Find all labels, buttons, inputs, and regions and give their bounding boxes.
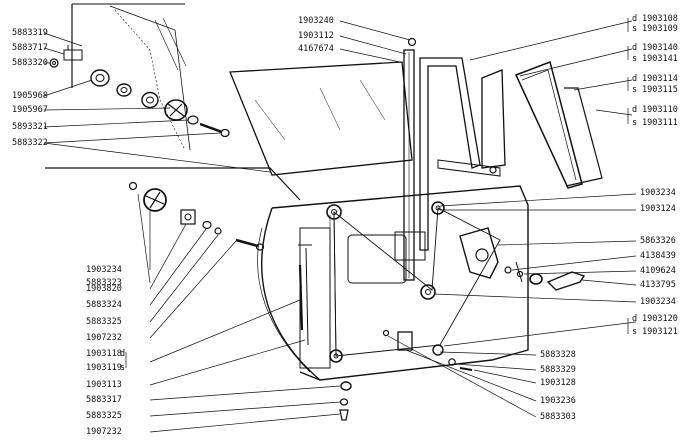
label-1907232-lower: 1907232 <box>86 427 122 437</box>
side-mark-d-left: d <box>120 349 126 359</box>
side-mark-d-1903110: d <box>632 105 638 115</box>
label-5883324: 5883324 <box>86 300 122 310</box>
label-5883328: 5883328 <box>540 350 576 360</box>
side-mark-s-1903109: s <box>632 24 638 34</box>
window-regulator-cable <box>326 201 501 363</box>
label-1903120: 1903120 <box>642 314 678 324</box>
side-mark-d-1903114: d <box>632 74 638 84</box>
label-1903115: 1903115 <box>642 85 678 95</box>
label-1905967: 1905967 <box>12 105 48 115</box>
label-5883329: 5883329 <box>540 365 576 375</box>
door-panel <box>45 167 529 381</box>
label-1903236: 1903236 <box>540 396 576 406</box>
label-1903240: 1903240 <box>298 16 334 26</box>
label-5863326: 5863326 <box>640 236 676 246</box>
label-1903113: 1903113 <box>86 380 122 390</box>
regulator-gearbox <box>459 227 586 291</box>
label-4133795: 4133795 <box>640 280 676 290</box>
left-small-parts <box>128 181 312 346</box>
side-mark-s-1903111: s <box>632 118 638 128</box>
label-1907232-upper: 1907232 <box>86 333 122 343</box>
side-mark-d-1903140: d <box>632 43 638 53</box>
label-1903111: 1903111 <box>642 118 678 128</box>
label-1903118: 1903118 <box>86 349 122 359</box>
label-1903110: 1903110 <box>642 105 678 115</box>
label-1903108: 1903108 <box>642 14 678 24</box>
side-mark-s-1903141: s <box>632 54 638 64</box>
label-5883717: 5883717 <box>12 43 48 53</box>
side-mark-s-left: s <box>120 363 126 373</box>
side-mark-s-1903121: s <box>632 327 638 337</box>
label-1903119: 1903119 <box>86 363 122 373</box>
label-5883325-upper: 5883325 <box>86 317 122 327</box>
label-1903128: 1903128 <box>540 378 576 388</box>
label-4109624: 4109624 <box>640 266 676 276</box>
label-1903234-right-upper: 1903234 <box>640 188 676 198</box>
label-4167674: 4167674 <box>298 44 334 54</box>
label-1903234-right-lower: 1903234 <box>640 297 676 307</box>
label-5883323: 5883323 <box>86 278 122 288</box>
side-mark-d-1903108: d <box>632 14 638 24</box>
label-5883322: 5883322 <box>12 138 48 148</box>
label-1903114: 1903114 <box>642 74 678 84</box>
label-5883325-lower: 5883325 <box>86 411 122 421</box>
inset-handle-assembly <box>49 3 230 151</box>
label-1903121: 1903121 <box>642 327 678 337</box>
label-5893321: 5893321 <box>12 122 48 132</box>
label-1903820: 1903820 <box>86 284 122 294</box>
label-5883320: 5883320 <box>12 58 48 68</box>
label-1903109: 1903109 <box>642 24 678 34</box>
vent-window-frame <box>437 61 603 189</box>
label-1903140: 1903140 <box>642 43 678 53</box>
label-5883317: 5883317 <box>86 395 122 405</box>
label-1903112: 1903112 <box>298 31 334 41</box>
label-1903141: 1903141 <box>642 54 678 64</box>
side-mark-d-1903120: d <box>632 314 638 324</box>
label-5883319: 5883319 <box>12 28 48 38</box>
label-5883303: 5883303 <box>540 412 576 422</box>
label-1905968: 1905968 <box>12 91 48 101</box>
label-4138439: 4138439 <box>640 251 676 261</box>
label-1903234-left: 1903234 <box>86 265 122 275</box>
door-glass <box>229 61 413 176</box>
label-1903124: 1903124 <box>640 204 676 214</box>
leader-lines <box>43 18 637 433</box>
window-guide-channels <box>403 37 481 281</box>
bottom-small-parts <box>339 358 473 421</box>
side-mark-s-1903115: s <box>632 85 638 95</box>
